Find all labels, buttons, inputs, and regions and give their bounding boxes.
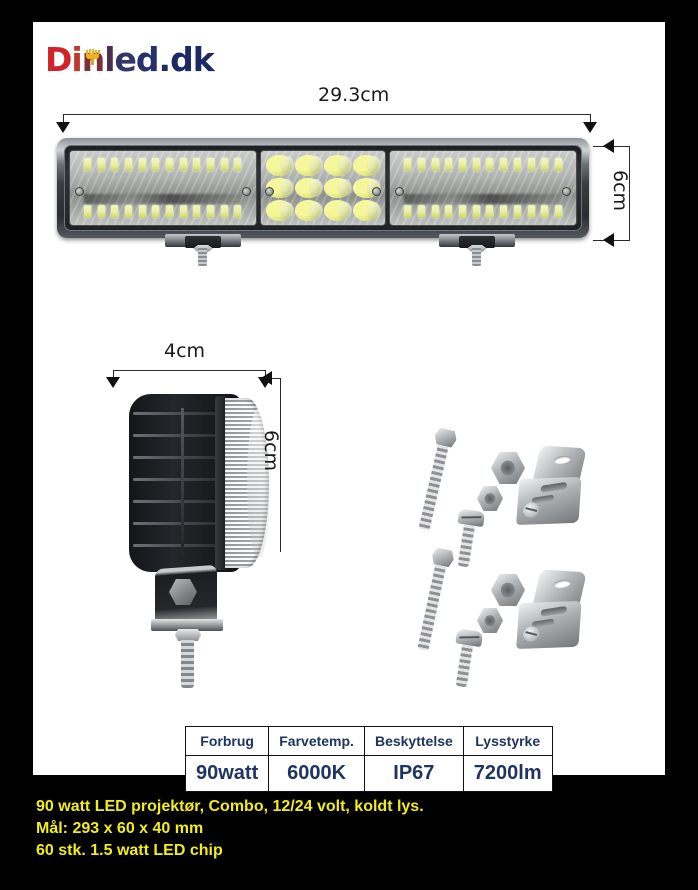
housing-screw xyxy=(562,187,571,196)
dimension-arrow-left xyxy=(56,122,70,133)
flood-led-row-top xyxy=(404,158,562,171)
spot-lens-grid xyxy=(261,151,386,225)
table-value-farvetemp: 6000K xyxy=(268,755,365,792)
pan-bolt-short xyxy=(451,508,486,568)
spot-lens xyxy=(294,155,324,176)
housing-screw xyxy=(75,187,84,196)
dimension-arrow-top xyxy=(603,139,614,153)
spot-lens xyxy=(294,200,324,221)
spot-lens xyxy=(324,200,353,221)
bar-housing-inner xyxy=(64,145,582,231)
housing-screw xyxy=(264,187,274,196)
table-value-beskyttelse: IP67 xyxy=(363,755,464,792)
spot-lens xyxy=(353,200,382,221)
logo-letter-i: i xyxy=(71,40,82,79)
housing-screw xyxy=(395,187,405,196)
table-header-beskyttelse: Beskyttelse xyxy=(363,726,464,756)
footer-line-3: 60 stk. 1.5 watt LED chip xyxy=(36,842,223,859)
mounting-hardware-kit xyxy=(417,424,604,688)
housing-screw xyxy=(241,187,251,196)
led-light-bar-side-view xyxy=(129,394,279,574)
dimension-label-side-depth: 4cm xyxy=(164,340,206,362)
dimension-line-side-height xyxy=(280,378,281,552)
bar-mount-right xyxy=(439,234,515,266)
flood-led-row-top xyxy=(84,158,242,171)
dimension-label-bar-height: 6cm xyxy=(609,170,631,212)
logo-letter-l: l xyxy=(104,40,115,79)
logo-letter-e: e xyxy=(114,40,137,79)
dimension-line-depth xyxy=(113,370,266,371)
dimension-tick-right xyxy=(590,114,591,124)
table-value-forbrug: 90watt xyxy=(184,755,270,792)
brand-logo: Dinled.dk xyxy=(45,40,215,79)
logo-letter-d1: D xyxy=(45,40,72,79)
specification-table: Forbrug Farvetemp. Beskyttelse Lysstyrke… xyxy=(184,726,553,792)
flange-nut-small xyxy=(477,608,503,633)
flange-nut-small xyxy=(477,486,503,511)
spot-lens xyxy=(324,177,353,199)
dimension-arrow-bottom xyxy=(603,233,614,247)
table-value-row: 90watt 6000K IP67 7200lm xyxy=(184,755,553,792)
dimension-label-side-height: 6cm xyxy=(260,430,282,472)
crown-icon xyxy=(84,49,101,65)
l-mounting-bracket-bottom xyxy=(516,568,587,650)
housing-screw xyxy=(372,187,382,196)
footer-line-2: Mål: 293 x 60 x 40 mm xyxy=(36,820,204,837)
side-view-mount-bracket xyxy=(151,564,231,692)
table-header-farvetemp: Farvetemp. xyxy=(268,726,365,756)
lens-profile xyxy=(225,398,270,568)
dimension-tick-left xyxy=(113,370,114,380)
dimension-tick-left xyxy=(63,114,64,124)
logo-tld: dk xyxy=(170,40,215,79)
l-mounting-bracket-top xyxy=(516,444,587,526)
mount-nut xyxy=(175,629,201,641)
threaded-stud xyxy=(181,640,194,688)
dimension-arrow-left xyxy=(106,377,120,388)
hex-bolt-long xyxy=(413,547,456,652)
product-description-footer: 90 watt LED projektør, Combo, 12/24 volt… xyxy=(36,796,676,862)
table-header-forbrug: Forbrug xyxy=(184,726,270,756)
flood-led-row-bottom xyxy=(404,205,562,218)
spot-lens xyxy=(294,177,324,199)
dimension-line-bar-height xyxy=(629,146,630,240)
spot-segment-center xyxy=(259,150,387,226)
dimension-arrow-top xyxy=(261,371,272,385)
spot-lens xyxy=(353,155,382,176)
logo-letter-d2: d xyxy=(135,40,160,79)
led-light-bar-front-view xyxy=(57,138,589,266)
spot-lens xyxy=(324,155,353,176)
dimension-line-length xyxy=(63,114,591,115)
dimension-arrow-right xyxy=(583,122,597,133)
white-content-area: Dinled.dk 29.3cm xyxy=(33,22,665,792)
logo-dot: . xyxy=(158,40,172,79)
table-header-row: Forbrug Farvetemp. Beskyttelse Lysstyrke xyxy=(184,726,553,756)
reflector-shadow xyxy=(404,194,562,204)
pan-bolt-short xyxy=(449,628,484,688)
flood-segment-right xyxy=(389,150,577,226)
dimension-label-bar-length: 29.3cm xyxy=(318,84,390,106)
spot-lens xyxy=(265,200,294,221)
table-value-lysstyrke: 7200lm xyxy=(462,755,553,792)
spot-lens xyxy=(265,155,294,176)
table-header-lysstyrke: Lysstyrke xyxy=(462,726,553,756)
reflector-shadow xyxy=(84,194,242,204)
bar-mount-left xyxy=(165,234,241,266)
flood-segment-left xyxy=(69,150,257,226)
footer-line-1: 90 watt LED projektør, Combo, 12/24 volt… xyxy=(36,798,424,815)
flood-led-row-bottom xyxy=(84,205,242,218)
hex-bolt-long xyxy=(414,427,459,532)
